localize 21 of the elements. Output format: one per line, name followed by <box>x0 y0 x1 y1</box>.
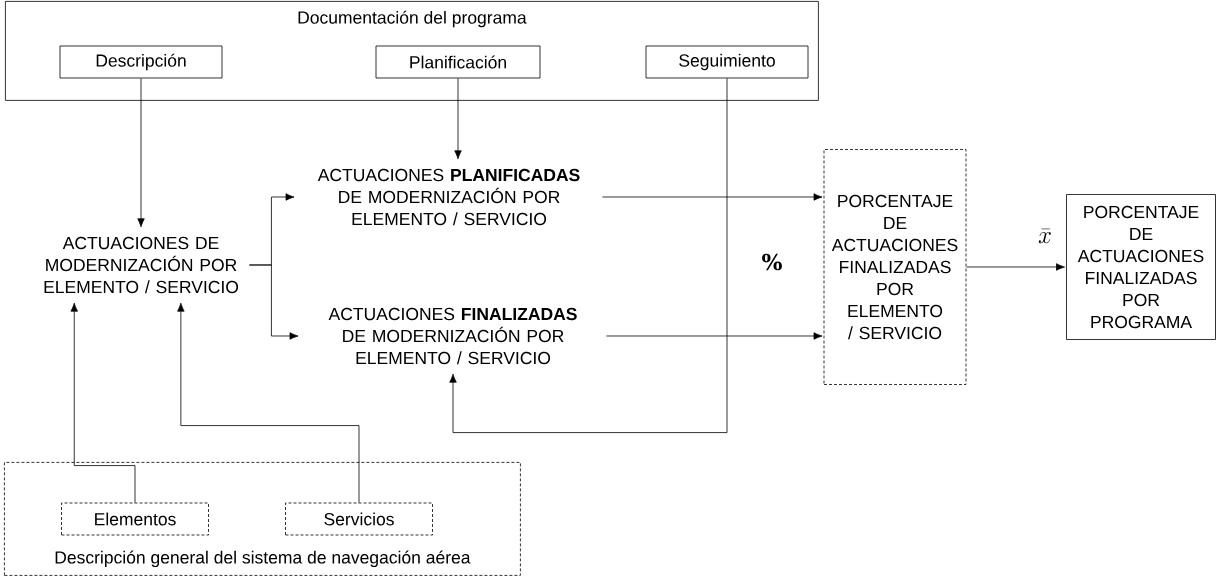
process-box: Descripción <box>59 45 223 79</box>
edge-label: $\bar{x}$ <box>1037 228 1053 244</box>
arrow <box>137 78 145 228</box>
process-box: PORCENTAJE DE ACTUACIONES FINALIZADAS POR ELEMENTO / SERVICIO <box>823 149 967 385</box>
arrow <box>249 264 299 340</box>
process-box: Planificación <box>375 45 541 79</box>
node-text: ACTUACIONES PLANIFICADAS DE MODERNIZACIÓN POR ELEMENTO / SERVICIO <box>317 168 580 226</box>
process-box: Elementos <box>61 502 209 536</box>
symbol-label: % <box>762 253 782 271</box>
process-box: PORCENTAJE DE ACTUACIONES FINALIZADAS POR PROGRAMA <box>1066 194 1216 340</box>
arrow <box>606 332 823 340</box>
node-text: ACTUACIONES FINALIZADAS DE MODERNIZACIÓN POR ELEMENTO / SERVICIO <box>328 307 577 365</box>
arrow <box>177 302 360 503</box>
node-text: ACTUACIONES DE MODERNIZACIÓN POR ELEMENTO / SERVICIO <box>44 236 239 294</box>
arrow <box>449 78 728 433</box>
arrow <box>602 193 823 201</box>
arrow <box>70 302 136 503</box>
arrow <box>454 78 462 160</box>
process-box: Seguimiento <box>645 45 809 79</box>
process-box: Servicios <box>285 502 433 536</box>
arrow <box>966 263 1065 271</box>
